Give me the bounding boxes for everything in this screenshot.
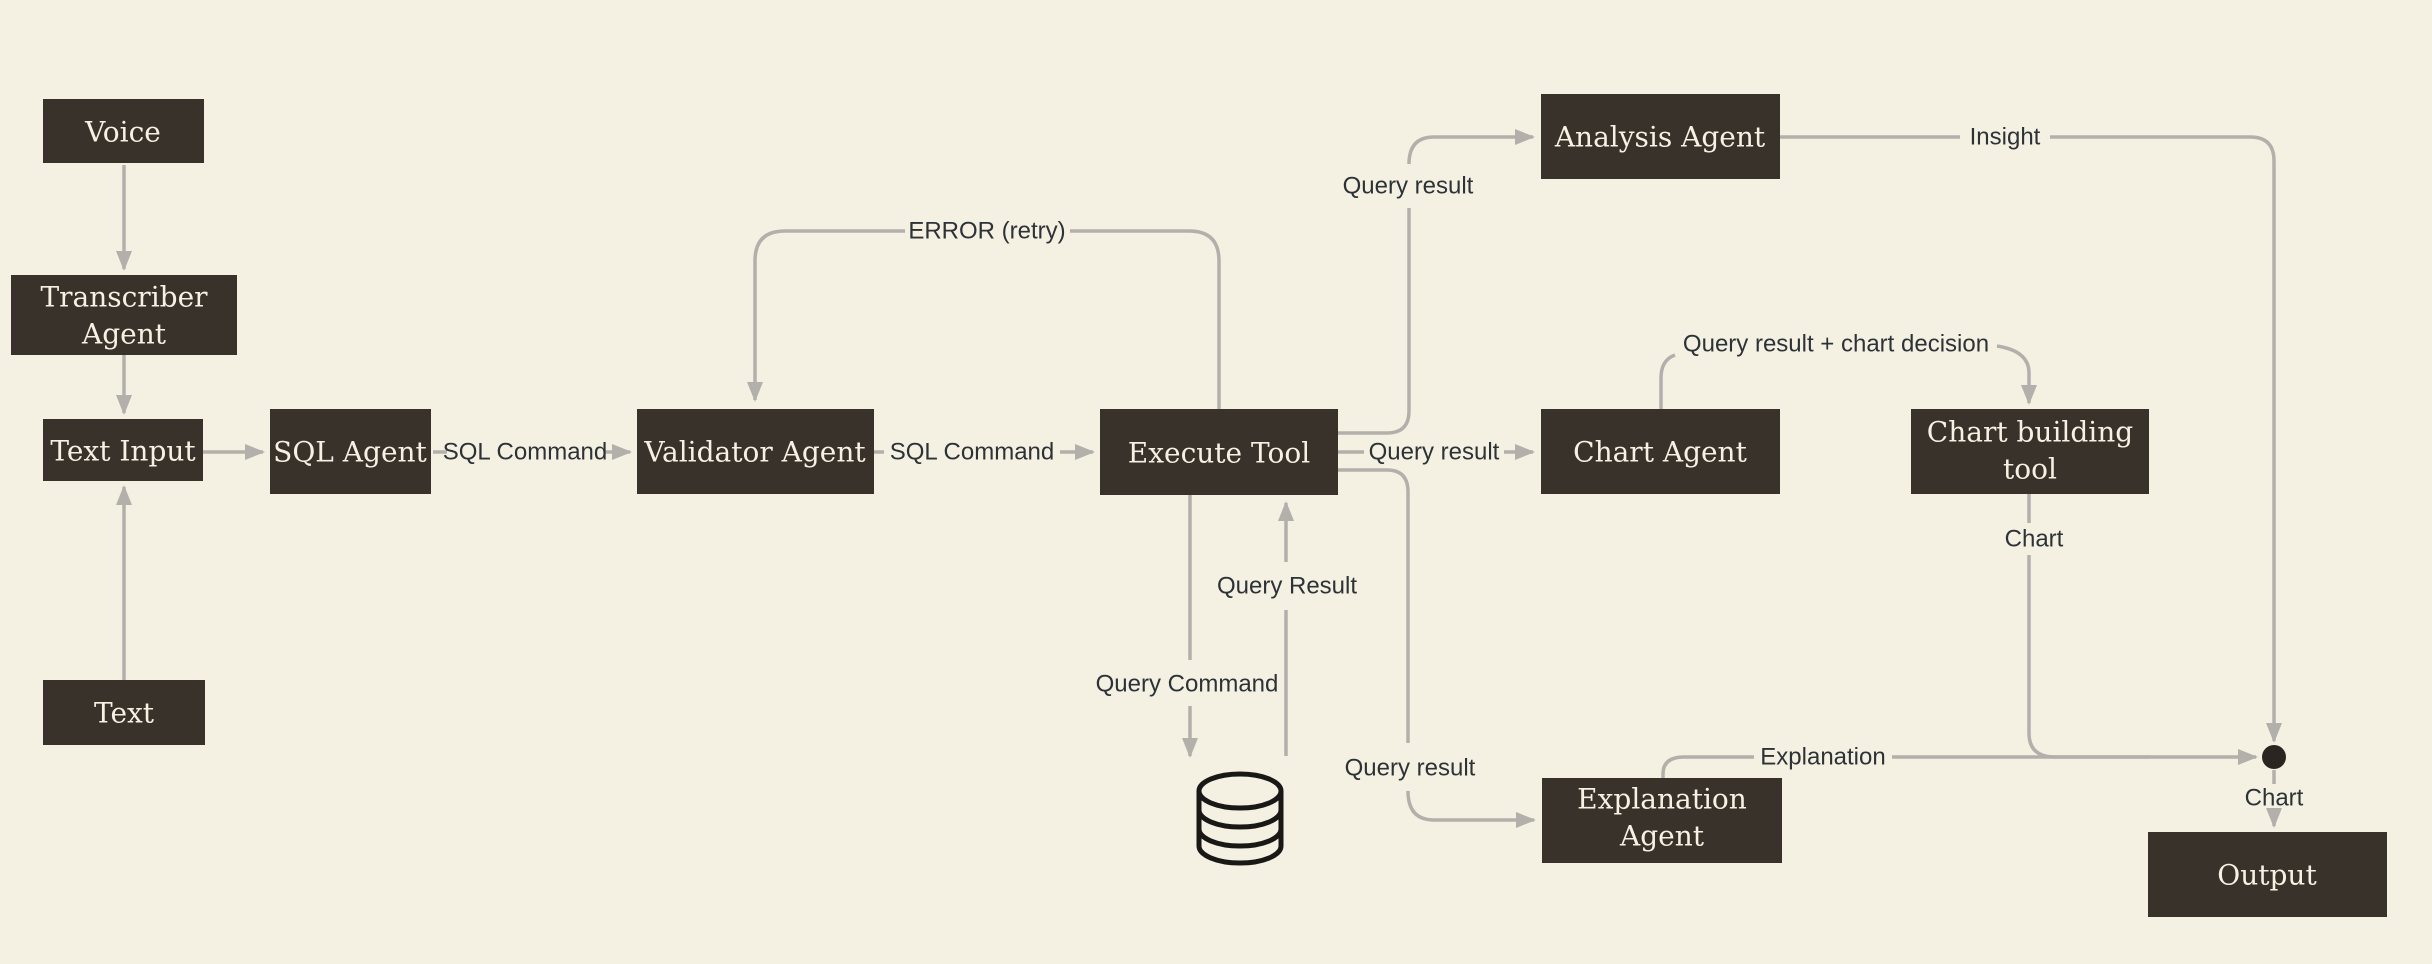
node-label: Text Input bbox=[50, 435, 196, 468]
node-label: Analysis Agent bbox=[1554, 121, 1766, 154]
node-box bbox=[1541, 94, 1780, 179]
node-label: Chart Agent bbox=[1573, 436, 1747, 469]
node-box bbox=[270, 409, 431, 494]
node-box bbox=[637, 409, 874, 494]
database-icon bbox=[1196, 771, 1284, 866]
node-label: Execute Tool bbox=[1128, 437, 1310, 470]
node-box bbox=[1911, 409, 2149, 494]
edge-execute-to-explanation-down bbox=[1338, 468, 1410, 743]
node-text-input: Text Input bbox=[43, 419, 203, 481]
edge-label-query-result-db: Query Result bbox=[1217, 573, 1357, 600]
edge-chart-agent-to-label bbox=[1659, 353, 1676, 409]
edge-label-query-result-chart-decision: Query result + chart decision bbox=[1683, 331, 1989, 358]
node-chart-building-tool: Chart building tool bbox=[1911, 409, 2149, 494]
node-box bbox=[43, 419, 203, 481]
node-label-line2: Agent bbox=[1619, 820, 1705, 853]
node-label: Output bbox=[2217, 859, 2317, 892]
edge-explanation-up bbox=[1661, 755, 1754, 778]
edge-label-error-retry: ERROR (retry) bbox=[908, 218, 1065, 245]
edge-execute-to-explanation-in bbox=[1406, 790, 1536, 828]
node-output: Output bbox=[2148, 832, 2387, 917]
edge-label-chart-output: Chart bbox=[2245, 785, 2304, 812]
edge-label-query-result-chart-agent: Query result bbox=[1369, 439, 1500, 466]
edge-label-explanation: Explanation bbox=[1760, 744, 1885, 771]
node-text: Text bbox=[43, 680, 205, 745]
node-box bbox=[2148, 832, 2387, 917]
node-box bbox=[43, 99, 204, 163]
edge-label-chart-mid: Chart bbox=[2005, 526, 2064, 553]
edge-error-retry-left bbox=[747, 229, 905, 402]
edge-label-query-command: Query Command bbox=[1096, 671, 1279, 698]
node-label-line1: Explanation bbox=[1577, 783, 1747, 816]
node-box bbox=[1541, 409, 1780, 494]
edge-insight-to-junction bbox=[2050, 135, 2282, 743]
node-label-line1: Transcriber bbox=[40, 281, 208, 314]
node-voice: Voice bbox=[43, 99, 204, 163]
node-explanation-agent: Explanation Agent bbox=[1542, 778, 1782, 863]
edge-execute-to-analysis-up bbox=[1338, 208, 1411, 435]
node-box bbox=[43, 680, 205, 745]
node-transcriber-agent: Transcriber Agent bbox=[11, 275, 237, 355]
edge-execute-to-analysis-in bbox=[1407, 129, 1535, 165]
node-label: Text bbox=[94, 697, 155, 730]
edge-label-insight: Insight bbox=[1970, 124, 2041, 151]
node-execute-tool: Execute Tool bbox=[1100, 409, 1338, 495]
node-box bbox=[1100, 409, 1338, 495]
edge-chart-tool-down-b bbox=[2027, 555, 2150, 759]
node-box bbox=[1542, 778, 1782, 863]
node-analysis-agent: Analysis Agent bbox=[1541, 94, 1780, 179]
edge-label-query-result-explanation: Query result bbox=[1345, 755, 1476, 782]
edge-label-query-result-analysis: Query result bbox=[1343, 173, 1474, 200]
edge-label-sql-command-1: SQL Command bbox=[443, 439, 608, 466]
merge-junction-dot bbox=[2262, 745, 2286, 769]
edges bbox=[116, 129, 2282, 828]
node-label: Voice bbox=[84, 116, 161, 149]
node-label-line2: tool bbox=[2003, 453, 2057, 486]
edge-label-sql-command-2: SQL Command bbox=[890, 439, 1055, 466]
node-box bbox=[11, 275, 237, 355]
node-sql-agent: SQL Agent bbox=[270, 409, 431, 494]
node-label: Validator Agent bbox=[643, 436, 866, 469]
node-label: SQL Agent bbox=[273, 436, 427, 469]
node-label-line2: Agent bbox=[81, 318, 167, 351]
node-validator-agent: Validator Agent bbox=[637, 409, 874, 494]
edge-label-to-chart-tool bbox=[1996, 344, 2037, 405]
node-label-line1: Chart building bbox=[1927, 416, 2133, 449]
edge-error-retry-right bbox=[1070, 229, 1221, 409]
node-chart-agent: Chart Agent bbox=[1541, 409, 1780, 494]
edge-labels: SQL Command SQL Command ERROR (retry) Qu… bbox=[443, 124, 2304, 812]
